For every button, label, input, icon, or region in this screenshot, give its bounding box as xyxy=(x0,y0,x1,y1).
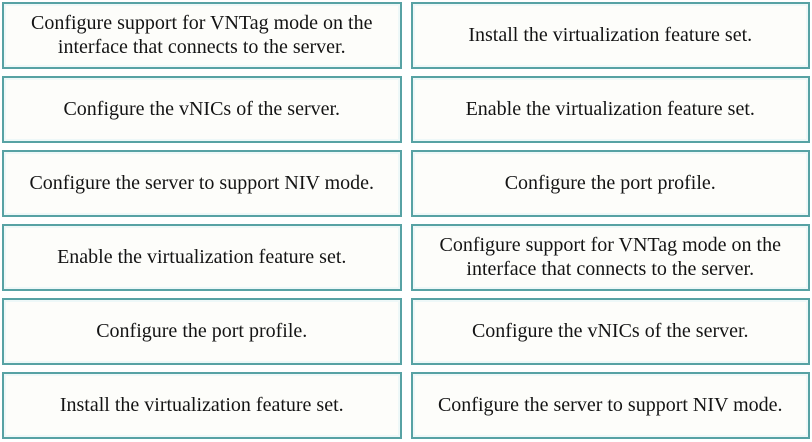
option-card-left-3[interactable]: Configure the server to support NIV mode… xyxy=(2,150,402,217)
drop-target-right-5[interactable]: Configure the vNICs of the server. xyxy=(410,298,810,365)
drop-target-right-6[interactable]: Configure the server to support NIV mode… xyxy=(410,372,810,439)
option-card-left-6[interactable]: Install the virtualization feature set. xyxy=(2,372,402,439)
option-card-left-5[interactable]: Configure the port profile. xyxy=(2,298,402,365)
drop-target-right-2[interactable]: Enable the virtualization feature set. xyxy=(410,76,810,143)
option-card-left-2[interactable]: Configure the vNICs of the server. xyxy=(2,76,402,143)
drop-target-right-3[interactable]: Configure the port profile. xyxy=(410,150,810,217)
drop-target-right-1[interactable]: Install the virtualization feature set. xyxy=(410,2,810,69)
drop-target-right-4[interactable]: Configure support for VNTag mode on the … xyxy=(410,224,810,291)
option-card-left-4[interactable]: Enable the virtualization feature set. xyxy=(2,224,402,291)
option-card-left-1[interactable]: Configure support for VNTag mode on the … xyxy=(2,2,402,69)
